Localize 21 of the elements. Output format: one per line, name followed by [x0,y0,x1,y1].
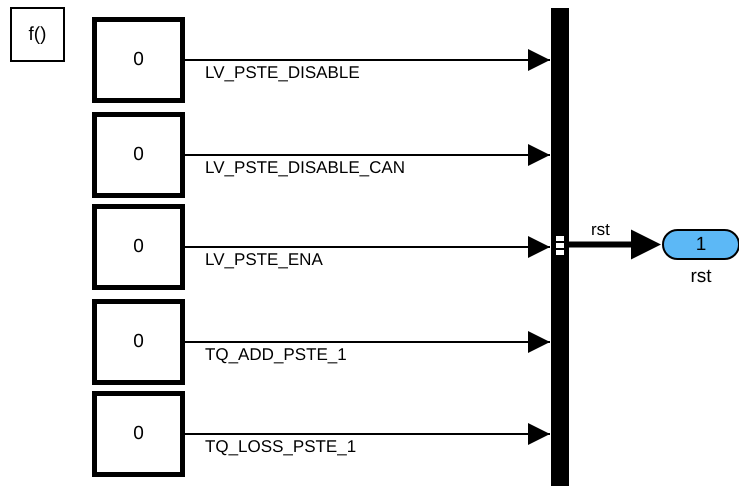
constant-block: 0 [92,391,185,477]
signal-arrow [185,144,550,166]
signal-label: LV_PSTE_DISABLE_CAN [205,158,405,178]
signal-arrow [185,236,550,258]
signal-label: LV_PSTE_DISABLE [205,63,360,83]
signal-arrow [185,423,550,445]
bus-creator-bar [551,8,569,486]
bus-signal-arrow [569,230,661,260]
signal-arrow [185,49,550,71]
signal-arrow [185,331,550,353]
signal-label: TQ_ADD_PSTE_1 [205,345,347,365]
outport-block: 1 [662,229,739,260]
constant-block: 0 [92,299,185,385]
constant-block: 0 [92,204,185,290]
block-name: rst [690,266,712,288]
function-block: f() [10,7,65,62]
constant-block: 0 [92,17,185,103]
signal-label: LV_PSTE_ENA [205,250,323,270]
signal-label: TQ_LOSS_PSTE_1 [205,437,356,457]
signal-label: rst [591,220,610,240]
constant-block: 0 [92,112,185,198]
